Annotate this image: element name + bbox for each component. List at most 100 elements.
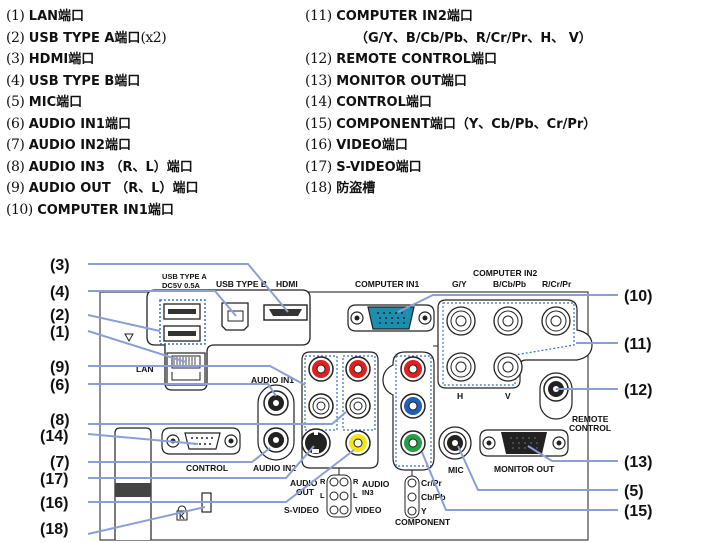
legend-item: (8) AUDIO IN3 （R、L）端口 xyxy=(6,158,193,175)
leader-line-7 xyxy=(88,447,271,463)
legend-item: (12) REMOTE CONTROL端口 xyxy=(305,51,498,67)
callout-4: (4) xyxy=(50,284,70,301)
audio-in1-label: AUDIO IN1 xyxy=(251,375,294,385)
control-port[interactable] xyxy=(161,427,241,455)
callout-17: (17) xyxy=(40,471,68,488)
legend-item: (9) AUDIO OUT （R、L）端口 xyxy=(6,180,199,196)
component-label: COMPONENT xyxy=(395,517,451,527)
triangle-mark-icon xyxy=(124,333,134,343)
legend-item-continuation: （G/Y、B/Cb/Pb、R/Cr/Pr、H、 V） xyxy=(355,30,592,46)
bnc-h-port[interactable] xyxy=(446,352,476,382)
leader-line-2 xyxy=(87,314,161,332)
legend-item: (13) MONITOR OUT端口 xyxy=(305,72,467,89)
mic-port[interactable] xyxy=(438,426,472,460)
callout-14: (14) xyxy=(40,428,68,445)
usb-a-port-2[interactable] xyxy=(163,325,201,342)
callout-18: (18) xyxy=(40,521,68,538)
component-legend-circles xyxy=(407,478,417,516)
audio-in3-label-1: AUDIO xyxy=(362,479,390,489)
bnc-g-y-port[interactable] xyxy=(446,306,476,336)
callout-12: (12) xyxy=(624,382,652,399)
leader-line-18 xyxy=(87,506,206,535)
leader-line-8 xyxy=(88,411,347,425)
leader-lines xyxy=(87,263,618,535)
component-cb-pb-port[interactable] xyxy=(400,393,426,419)
legend-item: (4) USB TYPE B端口 xyxy=(6,72,141,89)
video-port[interactable] xyxy=(345,430,371,456)
callout-13: (13) xyxy=(624,454,652,471)
legend-right: (11) COMPUTER IN2端口 （G/Y、B/Cb/Pb、R/Cr/Pr… xyxy=(305,6,596,200)
av-block xyxy=(301,351,379,469)
hdmi-port[interactable] xyxy=(263,304,308,321)
audio-in-block xyxy=(257,384,295,461)
audio-in2-port[interactable] xyxy=(263,427,289,453)
callout-16: (16) xyxy=(40,495,68,512)
legend-item: (17) S-VIDEO端口 xyxy=(305,158,422,175)
leader-line-3 xyxy=(88,263,289,313)
hdmi-label: HDMI xyxy=(276,279,298,289)
legend-item: (1) LAN端口 xyxy=(6,8,85,24)
leader-line-10 xyxy=(397,294,618,313)
callout-15: (15) xyxy=(624,503,652,520)
lan-label: LAN xyxy=(136,364,153,374)
s-video-label: S-VIDEO xyxy=(284,505,319,515)
video-label: VIDEO xyxy=(355,505,382,515)
audio-in1-port[interactable] xyxy=(263,390,289,416)
callout-7: (7) xyxy=(50,454,70,471)
callout-6: (6) xyxy=(50,377,70,394)
usb-a-port-1[interactable] xyxy=(163,303,201,320)
mic-label: MIC xyxy=(448,465,464,475)
av-legend-grid xyxy=(326,474,352,518)
usb-a-group-outline xyxy=(159,299,206,345)
remote-label-2: CONTROL xyxy=(569,423,611,433)
computer-in2-label: COMPUTER IN2 xyxy=(473,268,538,278)
audio-out-r-port[interactable] xyxy=(308,356,334,382)
r-cr-pr-label: R/Cr/Pr xyxy=(542,279,572,289)
audio-in3-l-port[interactable] xyxy=(345,393,371,419)
audio-out-l-port[interactable] xyxy=(308,393,334,419)
b-cb-pb-label: B/Cb/Pb xyxy=(493,279,526,289)
legend-item: (18) 防盗槽 xyxy=(305,180,376,196)
component-group-outline xyxy=(395,355,432,467)
callout-11: (11) xyxy=(624,336,652,353)
callout-1: (1) xyxy=(50,324,70,341)
component-y-port[interactable] xyxy=(400,430,426,456)
remote-control-block xyxy=(539,372,573,420)
panel-outline xyxy=(99,291,589,541)
av-legend-circles xyxy=(329,477,349,515)
audio-in3-l-label: L xyxy=(353,491,358,500)
s-video-port[interactable] xyxy=(301,428,331,458)
audio-in3-r-port[interactable] xyxy=(345,356,371,382)
leader-line-6 xyxy=(88,383,277,397)
legend-item: (11) COMPUTER IN2端口 xyxy=(305,8,473,24)
monitor-out-port[interactable] xyxy=(479,429,569,457)
component-y-label: Y xyxy=(421,506,427,516)
legend-item: (16) VIDEO端口 xyxy=(305,137,408,153)
leader-line-1 xyxy=(87,330,187,363)
leader-line-17 xyxy=(88,445,315,479)
legend-item: (2) USB TYPE A端口(x2) xyxy=(6,29,167,46)
g-y-label: G/Y xyxy=(452,279,467,289)
computer-in1-port[interactable] xyxy=(347,304,435,332)
leader-line-4 xyxy=(88,290,237,317)
component-cr-pr-port[interactable] xyxy=(400,356,426,382)
usb-a-label: USB TYPE A xyxy=(162,272,207,281)
legend-item: (14) CONTROL端口 xyxy=(305,94,432,110)
audio-out-l-label: L xyxy=(320,491,325,500)
bnc-v-port[interactable] xyxy=(493,352,523,382)
computer-in1-label: COMPUTER IN1 xyxy=(355,279,420,289)
legend-item: (10) COMPUTER IN1端口 xyxy=(6,201,174,218)
usb-b-label: USB TYPE B xyxy=(216,279,267,289)
callout-3: (3) xyxy=(50,257,70,274)
legend-item: (5) MIC端口 xyxy=(6,94,83,110)
monitor-out-label: MONITOR OUT xyxy=(494,464,555,474)
audio-out-label-2: OUT xyxy=(296,487,315,497)
callout-9: (9) xyxy=(50,359,70,376)
callout-8: (8) xyxy=(50,412,70,429)
usb-b-port[interactable] xyxy=(221,302,249,331)
legend-item: (15) COMPONENT端口（Y、Cb/Pb、Cr/Pr） xyxy=(305,115,597,132)
bnc-b-cb-pb-port[interactable] xyxy=(493,306,523,336)
bnc-r-cr-pr-port[interactable] xyxy=(541,306,571,336)
v-label: V xyxy=(505,391,511,401)
